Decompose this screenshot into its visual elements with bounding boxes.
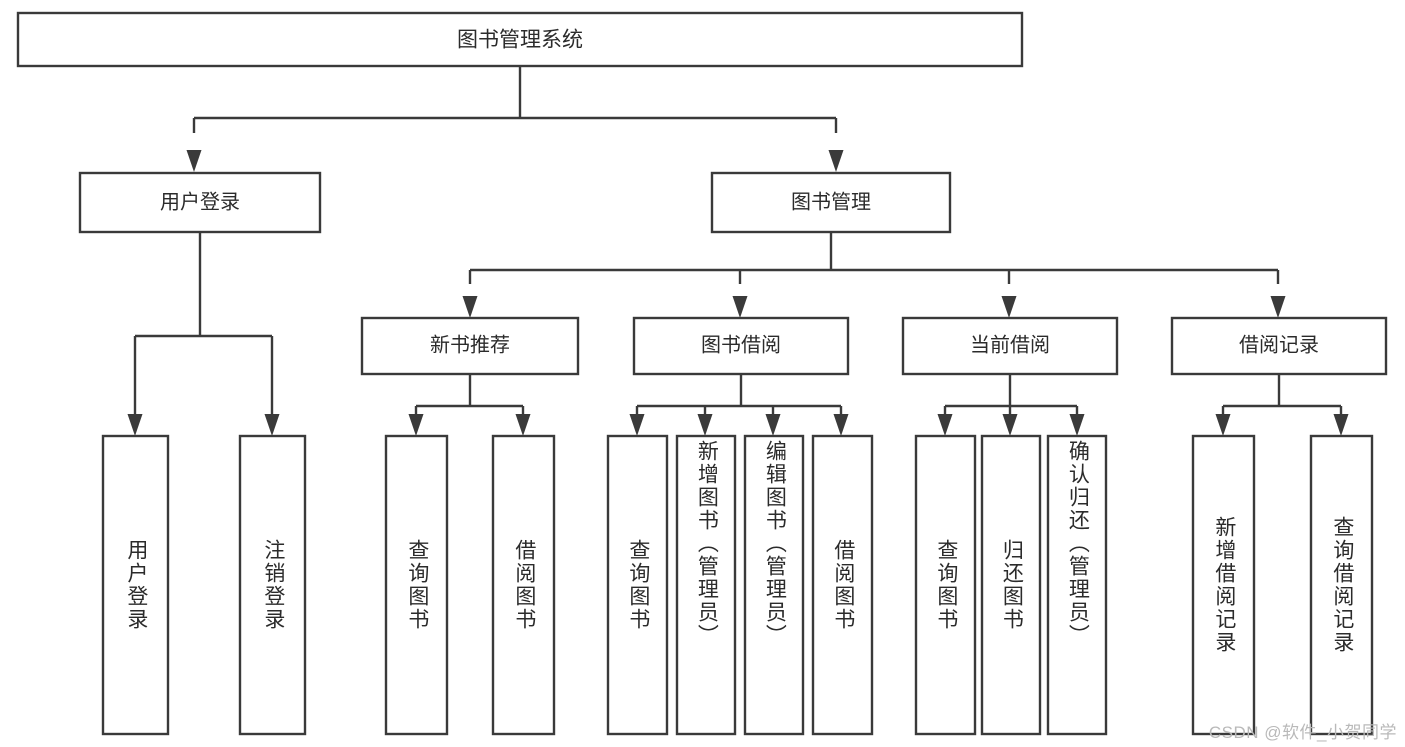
connector-user-login-to-leaves: [127, 232, 280, 436]
arrow-to-leaf-add-record: [1215, 414, 1231, 436]
leaf-box-return-book[interactable]: [980, 434, 1042, 736]
arrow-to-current-borrow: [1001, 296, 1017, 318]
node-book-borrow-label: 图书借阅: [701, 333, 781, 356]
node-root[interactable]: 图书管理系统: [16, 11, 1024, 68]
arrow-to-leaf-user-login: [127, 414, 143, 436]
node-book-manage-label: 图书管理: [791, 190, 871, 213]
connector-root-to-level2: [186, 66, 844, 172]
arrow-to-leaf-borrow-book-1: [515, 414, 531, 436]
arrow-to-leaf-return-book: [1002, 414, 1018, 436]
node-new-book-recommend-box[interactable]: [360, 316, 580, 376]
node-book-manage[interactable]: 图书管理: [710, 171, 952, 234]
leaf-box-query-book-1[interactable]: [384, 434, 449, 736]
arrow-to-leaf-query-book-2: [629, 414, 645, 436]
arrow-to-leaf-borrow-book-2: [833, 414, 849, 436]
arrow-to-leaf-query-book-1: [408, 414, 424, 436]
arrow-to-book-borrow: [732, 296, 748, 318]
leaf-box-add-book[interactable]: [675, 434, 737, 736]
node-root-label: 图书管理系统: [457, 29, 583, 52]
node-borrow-record-label: 借阅记录: [1239, 333, 1319, 356]
arrow-to-borrow-record: [1270, 296, 1286, 318]
arrow-to-leaf-query-book-3: [937, 414, 953, 436]
arrow-to-leaf-add-book: [697, 414, 713, 436]
node-root-box[interactable]: [16, 11, 1024, 68]
node-book-borrow[interactable]: 图书借阅: [632, 316, 850, 376]
node-current-borrow[interactable]: 当前借阅: [901, 316, 1119, 376]
node-current-borrow-label: 当前借阅: [970, 333, 1050, 356]
arrow-to-leaf-query-record: [1333, 414, 1349, 436]
node-current-borrow-box[interactable]: [901, 316, 1119, 376]
leaf-box-user-login[interactable]: [101, 434, 170, 736]
arrow-to-user-login: [186, 150, 202, 172]
leaf-box-query-book-3[interactable]: [914, 434, 977, 736]
leaf-box-borrow-book-2[interactable]: [811, 434, 874, 736]
node-borrow-record[interactable]: 借阅记录: [1170, 316, 1388, 376]
node-user-login-box[interactable]: [78, 171, 322, 234]
leaf-box-query-record[interactable]: [1309, 434, 1374, 736]
leaf-box-query-book-2[interactable]: [606, 434, 669, 736]
arrow-to-book-manage: [828, 150, 844, 172]
csdn-watermark: CSDN @软件_小贺同学: [1208, 723, 1397, 742]
leaf-box-edit-book[interactable]: [743, 434, 805, 736]
connector-book-manage-to-level3: [462, 232, 1286, 318]
connector-new-book-recommend-to-leaves: [408, 374, 531, 436]
arrow-to-new-book-recommend: [462, 296, 478, 318]
node-new-book-recommend-label: 新书推荐: [430, 333, 510, 356]
leaf-box-user-logout[interactable]: [238, 434, 307, 736]
connector-book-borrow-to-leaves: [629, 374, 849, 436]
connector-current-borrow-to-leaves: [937, 374, 1085, 436]
leaf-box-add-record[interactable]: [1191, 434, 1256, 736]
node-user-login[interactable]: 用户登录: [78, 171, 322, 234]
leaf-box-confirm-return[interactable]: [1046, 434, 1108, 736]
arrow-to-leaf-user-logout: [264, 414, 280, 436]
node-user-login-label: 用户登录: [160, 190, 240, 213]
node-new-book-recommend[interactable]: 新书推荐: [360, 316, 580, 376]
connector-borrow-record-to-leaves: [1215, 374, 1349, 436]
leaf-box-borrow-book-1[interactable]: [491, 434, 556, 736]
arrow-to-leaf-edit-book: [765, 414, 781, 436]
arrow-to-leaf-confirm-return: [1069, 414, 1085, 436]
